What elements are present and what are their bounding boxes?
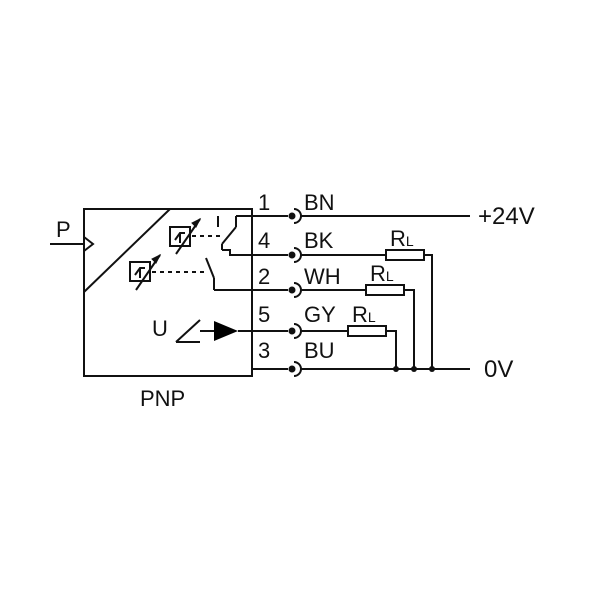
wire-color-wh: WH [304,264,341,289]
threshold-element-2 [129,253,162,291]
wire-color-bu: BU [304,338,335,363]
amplifier-triangle-icon [214,321,238,341]
junction-dot-1 [393,366,399,372]
switch-1 [217,215,252,256]
input-label: P [56,217,71,242]
input-arrow-head [83,236,95,252]
wire-color-bk: BK [304,228,334,253]
load-resistor-3 [347,325,387,337]
junction-dot-3 [429,366,435,372]
ground-label: 0V [484,356,513,383]
pin-number-5: 5 [258,302,270,327]
load-resistor-3-label: RL [352,302,376,327]
pin-number-1: 1 [258,190,270,215]
housing-diagonal [83,208,171,293]
sensor-housing [83,208,253,377]
connector-terminals [288,208,302,377]
wire-color-gy: GY [304,302,336,327]
analog-ramp-icon [175,319,201,343]
load-resistor-1 [385,249,425,261]
wire-color-bn: BN [304,190,335,215]
analog-label: U [152,316,168,341]
pin-number-4: 4 [258,228,270,253]
pin-number-3: 3 [258,338,270,363]
switch-2 [205,257,252,291]
load-resistor-2 [365,284,405,296]
wire-gy-return [386,330,397,369]
wire-bk-return [424,254,433,369]
junction-dot-2 [411,366,417,372]
sensor-type-label: PNP [140,386,185,411]
wire-wh-return [404,289,415,369]
load-resistor-1-label: RL [390,226,414,251]
load-resistor-2-label: RL [370,261,394,286]
pin-number-2: 2 [258,264,270,289]
supply-label: +24V [478,203,535,230]
threshold-element-1 [169,217,202,255]
